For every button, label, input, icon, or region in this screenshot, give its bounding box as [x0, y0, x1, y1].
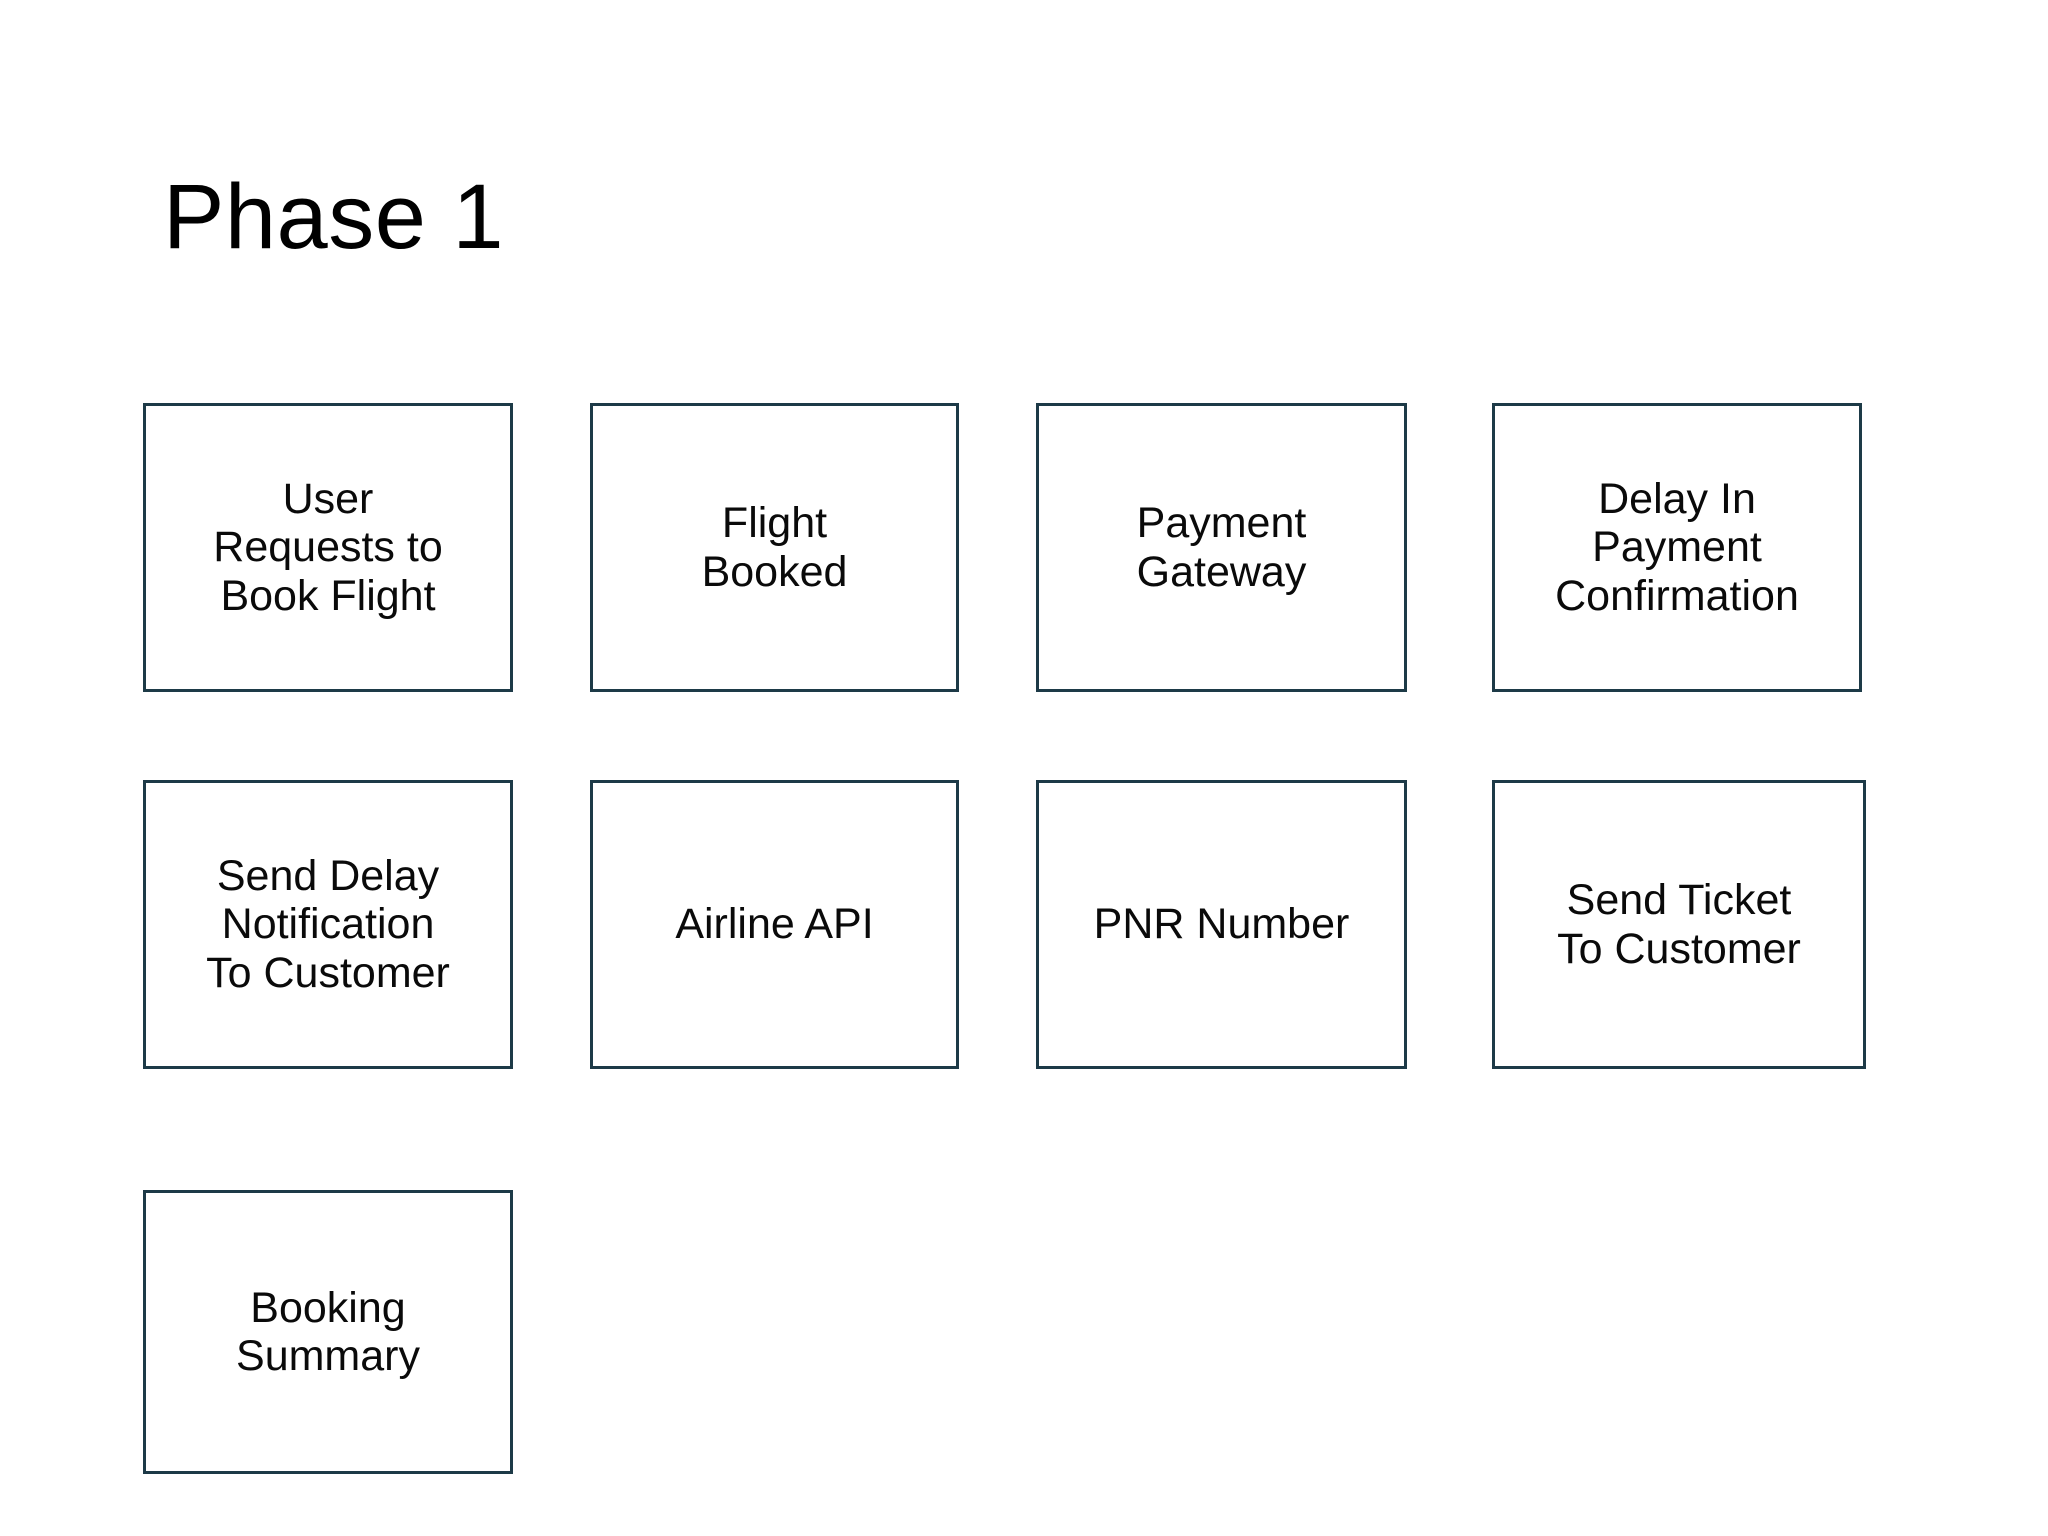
box-airline-api[interactable]: Airline API	[590, 780, 959, 1069]
box-delay-in-payment-confirmation[interactable]: Delay In Payment Confirmation	[1492, 403, 1862, 692]
box-label: Payment Gateway	[1136, 499, 1307, 596]
box-flight-booked[interactable]: Flight Booked	[590, 403, 959, 692]
box-pnr-number[interactable]: PNR Number	[1036, 780, 1407, 1069]
box-label: Booking Summary	[236, 1283, 420, 1380]
box-label: Airline API	[675, 900, 874, 949]
box-booking-summary[interactable]: Booking Summary	[143, 1190, 513, 1474]
box-label: Send Ticket To Customer	[1557, 876, 1801, 973]
box-payment-gateway[interactable]: Payment Gateway	[1036, 403, 1407, 692]
box-user-requests-to-book-flight[interactable]: User Requests to Book Flight	[143, 403, 513, 692]
page-title: Phase 1	[163, 166, 505, 268]
box-label: Send Delay Notification To Customer	[206, 852, 450, 997]
box-label: PNR Number	[1093, 900, 1350, 949]
box-send-delay-notification-to-customer[interactable]: Send Delay Notification To Customer	[143, 780, 513, 1069]
box-send-ticket-to-customer[interactable]: Send Ticket To Customer	[1492, 780, 1866, 1069]
box-label: User Requests to Book Flight	[213, 475, 443, 620]
box-label: Flight Booked	[701, 499, 848, 596]
box-label: Delay In Payment Confirmation	[1555, 475, 1799, 620]
